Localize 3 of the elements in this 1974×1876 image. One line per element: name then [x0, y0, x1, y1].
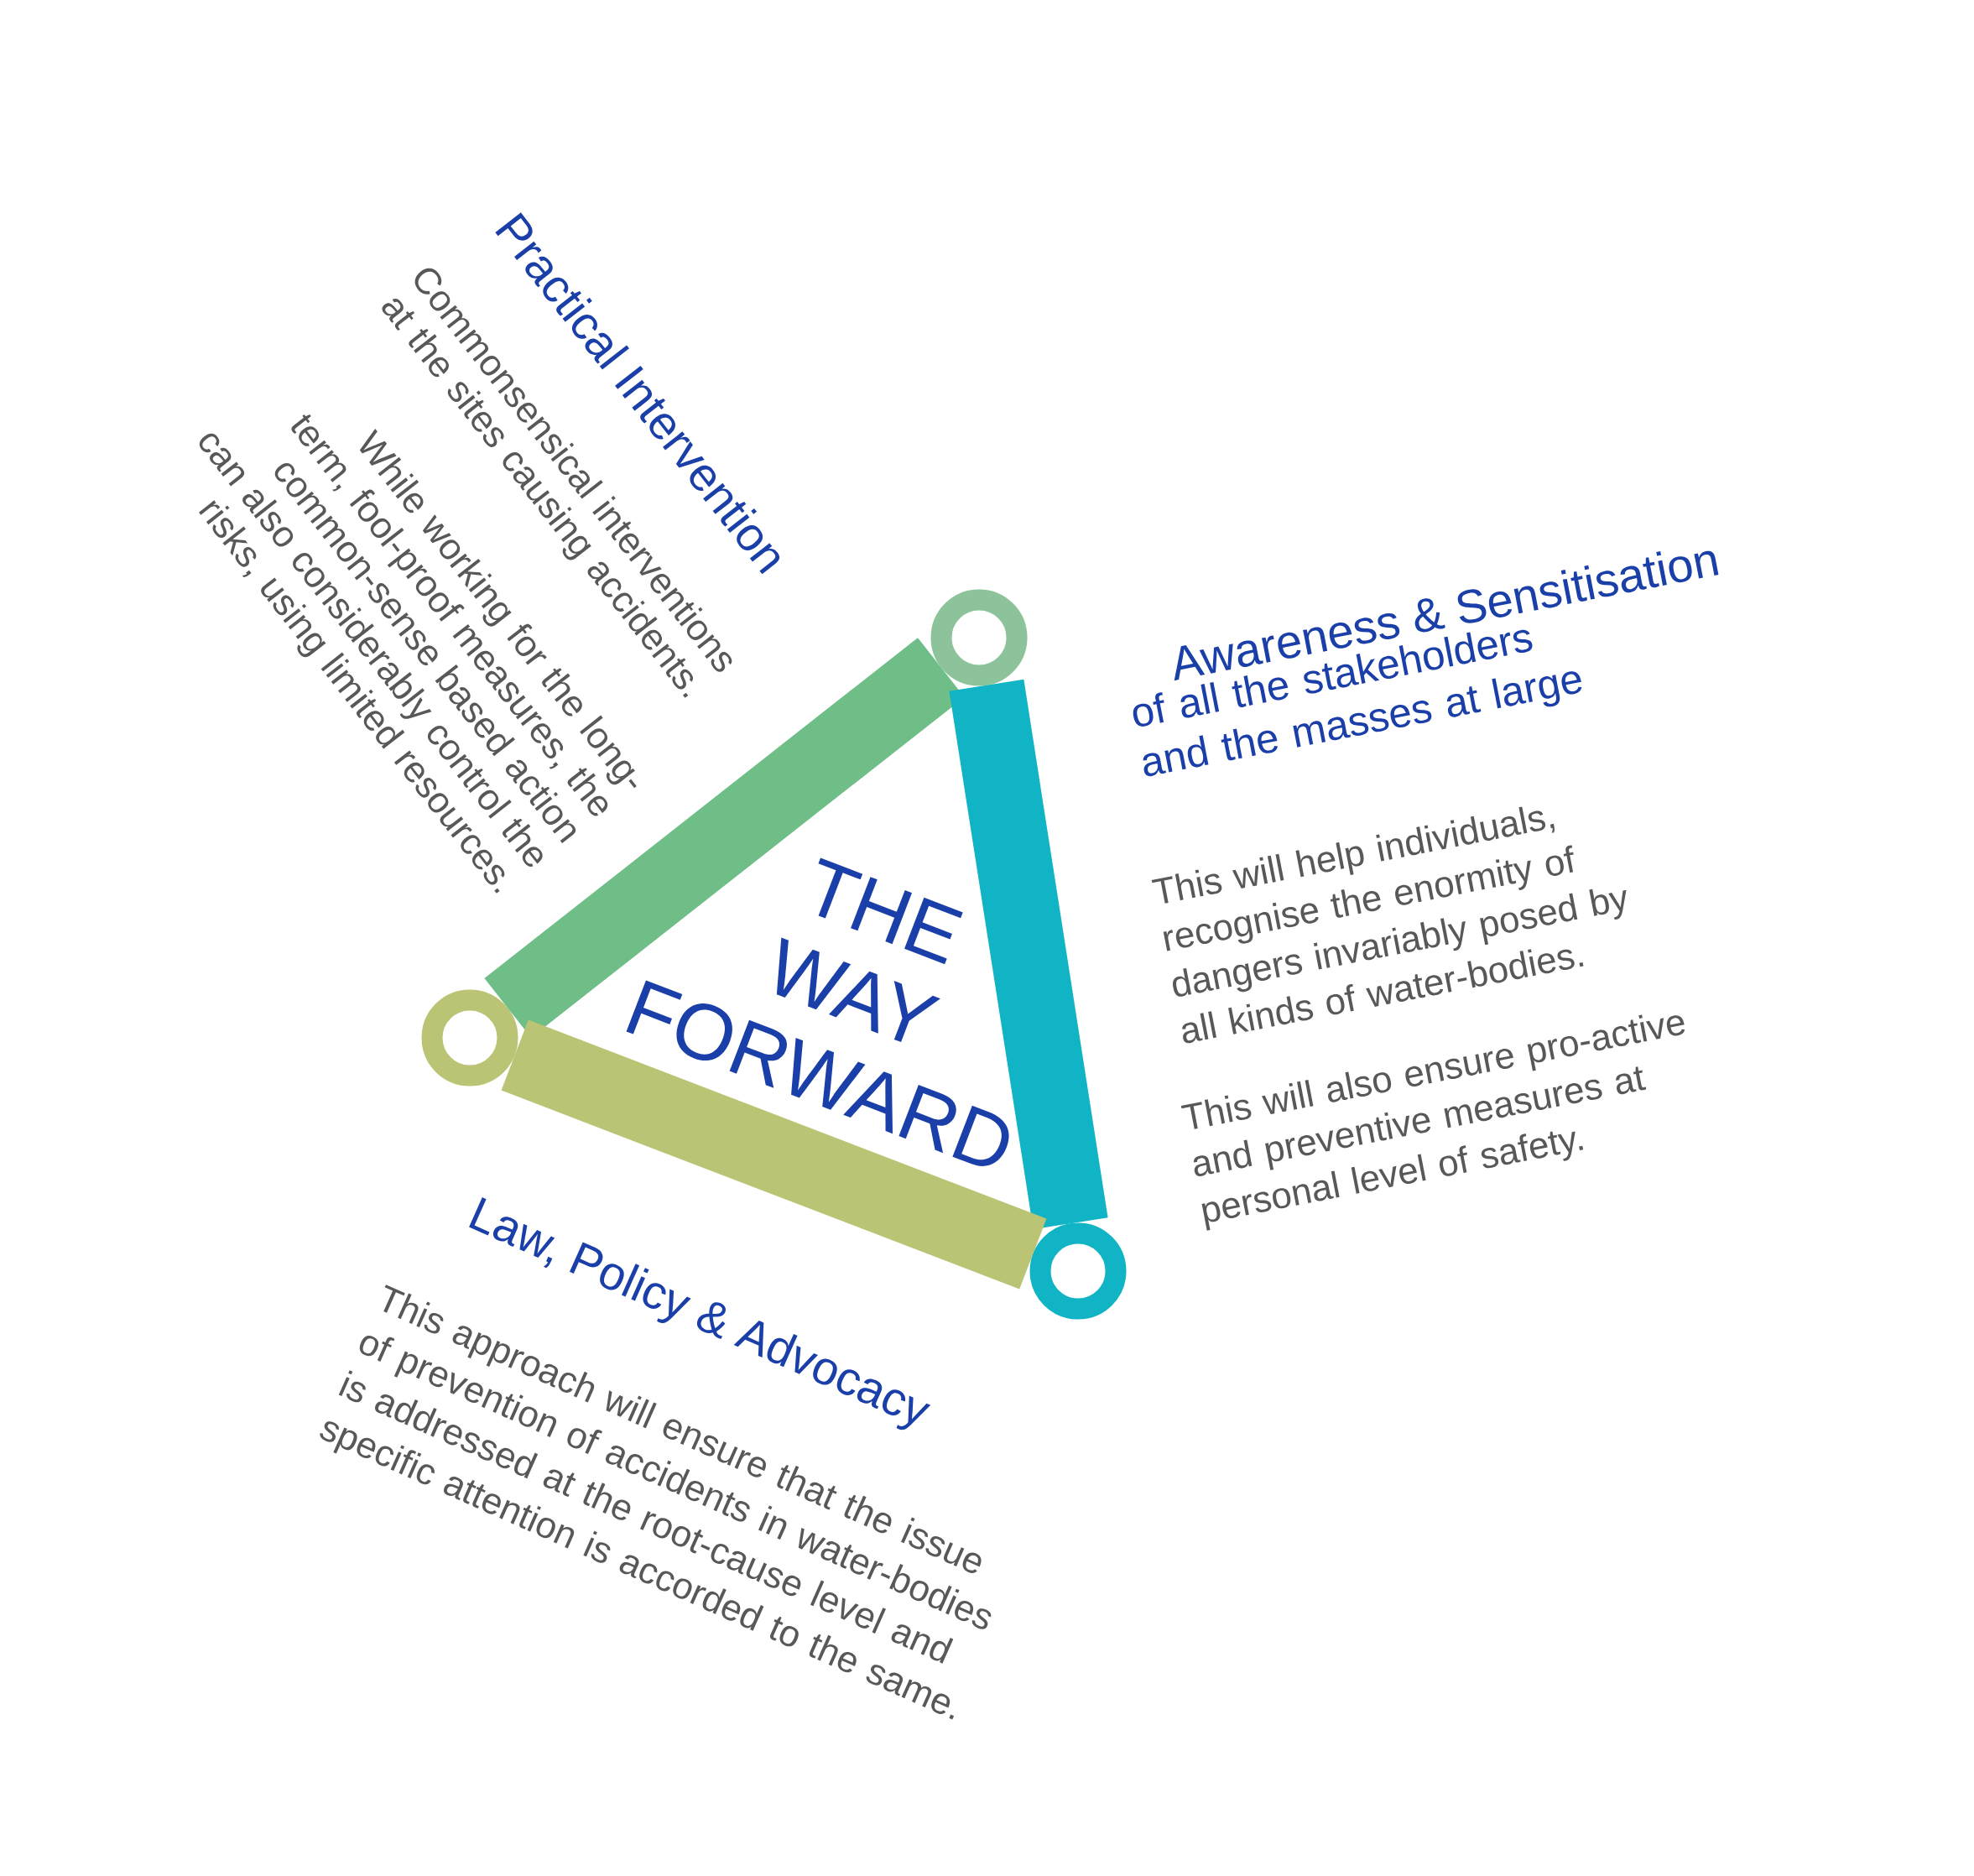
joint-circle: [930, 589, 1028, 686]
joint-circle: [1029, 1222, 1127, 1320]
joint-circle: [421, 989, 518, 1087]
